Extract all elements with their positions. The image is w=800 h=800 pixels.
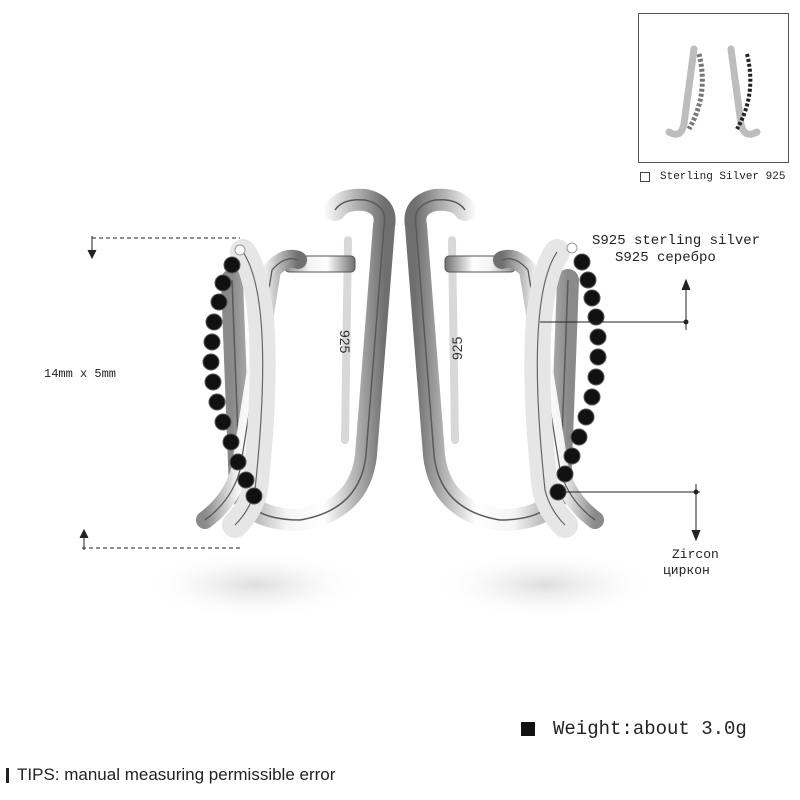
weight-info: Weight:about 3.0g (521, 718, 747, 740)
tips-note: TIPS: manual measuring permissible error (6, 765, 335, 785)
material-label-ru: S925 серебро (615, 250, 716, 266)
stone-label-en: Zircon (672, 547, 719, 562)
checkbox-icon (640, 172, 650, 182)
right-stamp: 925 (449, 336, 465, 360)
thumbnail-caption-text: Sterling Silver 925 (660, 171, 786, 183)
bar-bullet-icon (6, 767, 9, 783)
right-earring-shadow (430, 550, 660, 620)
thumbnail-image (638, 13, 789, 163)
height-dimension (79, 236, 240, 550)
right-earring: 925 (404, 188, 607, 538)
square-bullet-icon (521, 722, 535, 736)
left-earring: 925 (196, 188, 396, 538)
silver-callout-line (540, 278, 691, 330)
left-stamp: 925 (337, 330, 353, 354)
left-earring-shadow (140, 550, 370, 620)
thumbnail-caption: Sterling Silver 925 (640, 171, 785, 183)
material-label-en: S925 sterling silver (592, 233, 761, 249)
weight-text: Weight:about 3.0g (553, 718, 747, 740)
tips-text: TIPS: manual measuring permissible error (17, 765, 336, 784)
size-label: 14mm x 5mm (44, 367, 117, 381)
stone-label-ru: циркон (663, 563, 710, 578)
zircon-callout-line (562, 484, 701, 542)
